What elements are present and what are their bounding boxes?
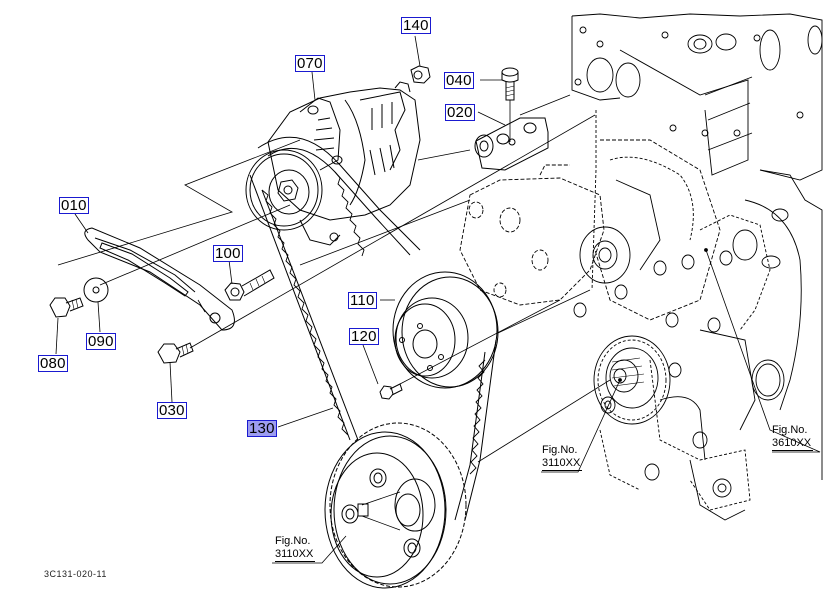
part-label-110[interactable]: 110 [348,292,377,309]
fig-ref-number: 3110XX [542,457,583,471]
engine-block [572,14,822,520]
fig-ref-label: Fig.No. [772,424,808,436]
part-label-080[interactable]: 080 [38,355,68,372]
alternator [246,82,420,245]
fan-belt [250,137,496,520]
assembly-lines [58,95,610,462]
part-label-010[interactable]: 010 [59,197,89,214]
fan-pulley [393,272,498,388]
part-label-120[interactable]: 120 [349,328,379,345]
nut-140 [411,66,430,83]
washer-090 [84,278,108,302]
fig-ref-label: Fig.No. [542,444,578,456]
fig-ref-engine-block[interactable]: Fig.No. 3610XX [772,424,814,451]
drawing-id: 3C131-020-11 [44,569,107,579]
bracket-010 [85,228,235,330]
fig-ref-number: 3610XX [772,437,814,451]
part-label-130[interactable]: 130 [247,420,277,437]
leader-lines [56,36,820,563]
part-label-070[interactable]: 070 [295,55,325,72]
bolt-040 [502,68,518,142]
fig-ref-gear-case[interactable]: Fig.No. 3110XX [542,444,583,471]
part-label-100[interactable]: 100 [213,245,243,262]
fig-ref-label: Fig.No. [275,535,311,547]
alternator-stay [475,118,548,170]
water-pump [460,165,630,305]
part-label-140[interactable]: 140 [401,17,431,34]
crank-pulley [325,423,466,588]
fig-ref-crank-pulley[interactable]: Fig.No. 3110XX [275,535,316,562]
part-label-040[interactable]: 040 [444,72,474,89]
bolt-030 [158,343,193,363]
part-label-090[interactable]: 090 [86,333,116,350]
bolt-120 [380,384,402,399]
bolt-100 [225,270,274,300]
part-label-030[interactable]: 030 [157,402,187,419]
fig-ref-number: 3110XX [275,548,316,562]
bolt-080 [50,298,83,317]
part-label-020[interactable]: 020 [445,104,475,121]
